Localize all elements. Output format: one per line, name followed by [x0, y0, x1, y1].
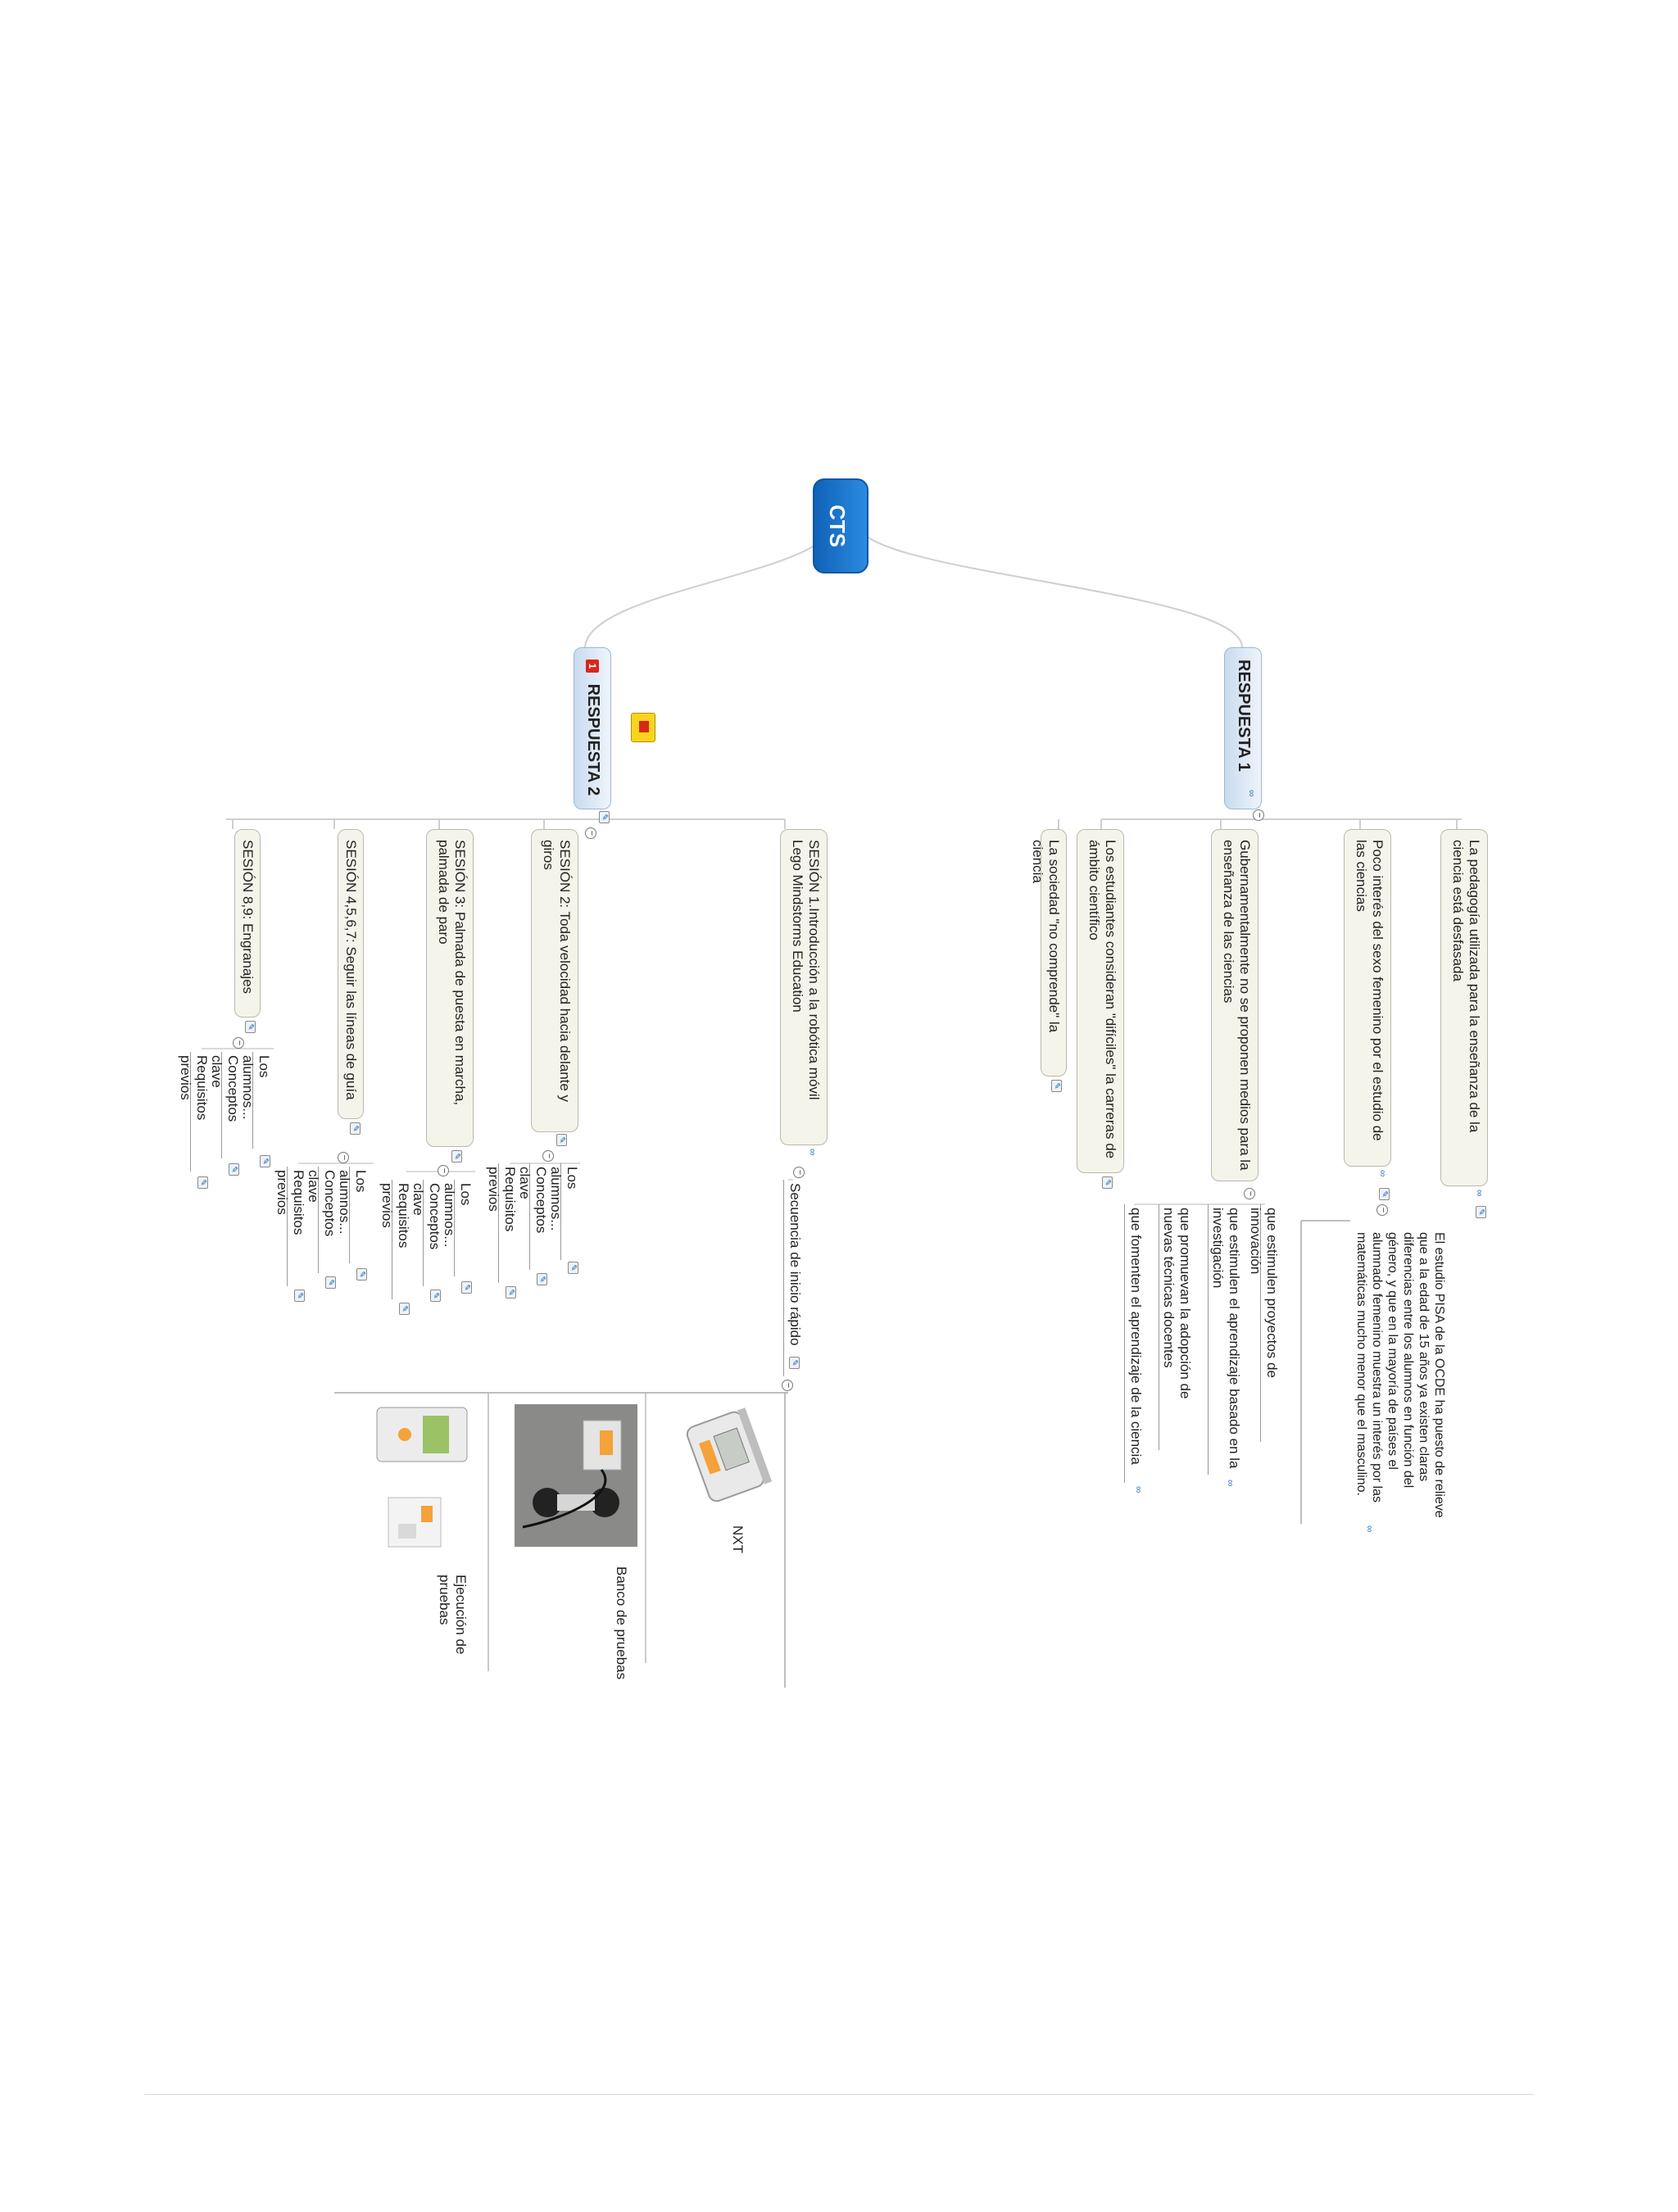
flag-callout-icon[interactable] [631, 713, 655, 742]
link-cts-r2 [584, 524, 832, 648]
s89-alumnos[interactable]: Los alumnos... [240, 1052, 274, 1149]
respuesta-2-node[interactable]: 1 RESPUESTA 2 [574, 647, 611, 809]
nxt-image [672, 1403, 778, 1509]
s2-alumnos[interactable]: Los alumnos... [548, 1163, 582, 1260]
s2-conceptos[interactable]: Conceptos clave [517, 1163, 551, 1270]
banco-pruebas-label: Banco de pruebas [614, 1566, 629, 1679]
collapse-toggle[interactable]: − [438, 1165, 449, 1176]
link-icon[interactable]: ∞ [1474, 1190, 1485, 1197]
ejecucion-pruebas-image [367, 1404, 474, 1560]
collapse-toggle[interactable]: − [782, 1380, 793, 1391]
banco-pruebas-image [515, 1404, 637, 1547]
note-icon[interactable]: ✎ [789, 1357, 800, 1369]
gov-sub-tecnicas[interactable]: que promuevan la adopción de nuevas técn… [1159, 1204, 1195, 1450]
respuesta-2-label: RESPUESTA 2 [584, 683, 602, 796]
link-icon[interactable]: ∞ [807, 1149, 819, 1156]
note-icon[interactable]: ✎ [197, 1176, 208, 1189]
note-icon[interactable]: ✎ [451, 1150, 462, 1163]
r1-pisa-note: El estudio PISA de la OCDE ha puesto de … [1354, 1232, 1446, 1518]
footer-divider [144, 2094, 1534, 2095]
gov-sub-innovacion[interactable]: que estimulen proyectos de innovación [1248, 1204, 1281, 1442]
link-r2-branches [232, 819, 786, 829]
s89-conceptos[interactable]: Conceptos clave [209, 1052, 243, 1158]
s3-alumnos[interactable]: Los alumnos... [442, 1180, 475, 1276]
link-pisa [1300, 1220, 1350, 1524]
note-icon[interactable]: ✎ [260, 1155, 270, 1167]
note-icon[interactable]: ✎ [599, 811, 610, 823]
collapse-toggle[interactable]: − [542, 1150, 554, 1162]
ejecucion-pruebas-label: Ejecución de pruebas [437, 1575, 469, 1655]
note-icon[interactable]: ✎ [506, 1286, 516, 1299]
r1-item-sociedad[interactable]: La sociedad "no comprende" la ciencia [1030, 829, 1067, 1077]
collapse-toggle[interactable]: − [1253, 809, 1264, 821]
r1-item-pedagogia[interactable]: La pedagogía utilizada para la enseñanza… [1440, 829, 1488, 1186]
gov-sub-investigacion[interactable]: que estimulen el aprendizaje basado en l… [1208, 1204, 1244, 1475]
link-r1-branches [1058, 819, 1458, 829]
link-cts-r1 [858, 524, 1243, 648]
gov-sub-fomenten[interactable]: que fomenten el aprendizaje de la cienci… [1124, 1204, 1145, 1483]
priority-flag-icon: 1 [586, 660, 600, 673]
link-icon[interactable]: ∞ [1377, 1170, 1389, 1177]
note-icon[interactable]: ✎ [1051, 1080, 1062, 1092]
link-icon[interactable]: ∞ [1133, 1486, 1145, 1494]
collapse-toggle[interactable]: − [585, 827, 596, 839]
respuesta-1-node[interactable]: RESPUESTA 1 [1224, 647, 1262, 809]
collapse-toggle[interactable]: − [1244, 1188, 1255, 1199]
r1-item-gubernamental[interactable]: Gubernamentalmente no se proponen medios… [1211, 829, 1258, 1181]
link-image-group [334, 1392, 788, 1688]
note-icon[interactable]: ✎ [1379, 1188, 1390, 1200]
session-8-9-node[interactable]: SESIÓN 8,9: Engranajes [234, 829, 261, 1018]
collapse-toggle[interactable]: − [1376, 1204, 1388, 1216]
central-node[interactable]: CTS [813, 478, 868, 573]
note-icon[interactable]: ✎ [229, 1163, 239, 1176]
s45-requisitos[interactable]: Requisitos previos [274, 1167, 308, 1286]
s2-requisitos[interactable]: Requisitos previos [486, 1163, 519, 1283]
r1-item-sexo-femenino[interactable]: Poco interés del sexo femenino por el es… [1344, 829, 1391, 1167]
session-1-secuencia[interactable]: Secuencia de inicio rápido [783, 1180, 805, 1376]
session-3-node[interactable]: SESIÓN 3: Palmada de puesta en marcha, p… [426, 829, 474, 1147]
collapse-toggle[interactable]: − [793, 1167, 805, 1178]
s3-requisitos[interactable]: Requisitos previos [379, 1180, 413, 1299]
respuesta-1-label: RESPUESTA 1 [1235, 660, 1253, 772]
link-icon[interactable]: ∞ [1246, 790, 1258, 797]
s89-requisitos[interactable]: Requisitos previos [178, 1052, 211, 1172]
link-icon[interactable]: ∞ [1225, 1480, 1236, 1487]
note-icon[interactable]: ✎ [350, 1122, 361, 1135]
session-4-7-node[interactable]: SESIÓN 4,5,6,7: Seguir las líneas de guí… [338, 829, 364, 1119]
note-icon[interactable]: ✎ [1102, 1176, 1113, 1189]
note-icon[interactable]: ✎ [461, 1281, 472, 1294]
note-icon[interactable]: ✎ [356, 1268, 367, 1281]
collapse-toggle[interactable]: − [233, 1037, 244, 1049]
note-icon[interactable]: ✎ [568, 1262, 578, 1274]
r1-item-dificiles[interactable]: Los estudiantes consideran "difíciles" l… [1077, 829, 1124, 1173]
note-icon[interactable]: ✎ [1476, 1206, 1486, 1218]
session-2-node[interactable]: SESIÓN 2: Toda velocidad hacia delante y… [531, 829, 578, 1132]
nxt-label: NXT [730, 1525, 746, 1553]
s45-alumnos[interactable]: Los alumnos... [337, 1167, 370, 1263]
s45-conceptos[interactable]: Conceptos clave [306, 1167, 339, 1273]
note-icon[interactable]: ✎ [430, 1290, 441, 1302]
session-1-node[interactable]: SESIÓN 1.Introducción a la robótica móvi… [780, 829, 828, 1145]
note-icon[interactable]: ✎ [537, 1273, 547, 1285]
collapse-toggle[interactable]: − [338, 1152, 349, 1163]
note-icon[interactable]: ✎ [399, 1303, 410, 1315]
s3-conceptos[interactable]: Conceptos clave [410, 1180, 444, 1286]
note-icon[interactable]: ✎ [556, 1134, 567, 1146]
note-icon[interactable]: ✎ [294, 1290, 305, 1302]
link-icon[interactable]: ∞ [1364, 1525, 1376, 1533]
note-icon[interactable]: ✎ [325, 1276, 336, 1289]
note-icon[interactable]: ✎ [245, 1021, 256, 1033]
